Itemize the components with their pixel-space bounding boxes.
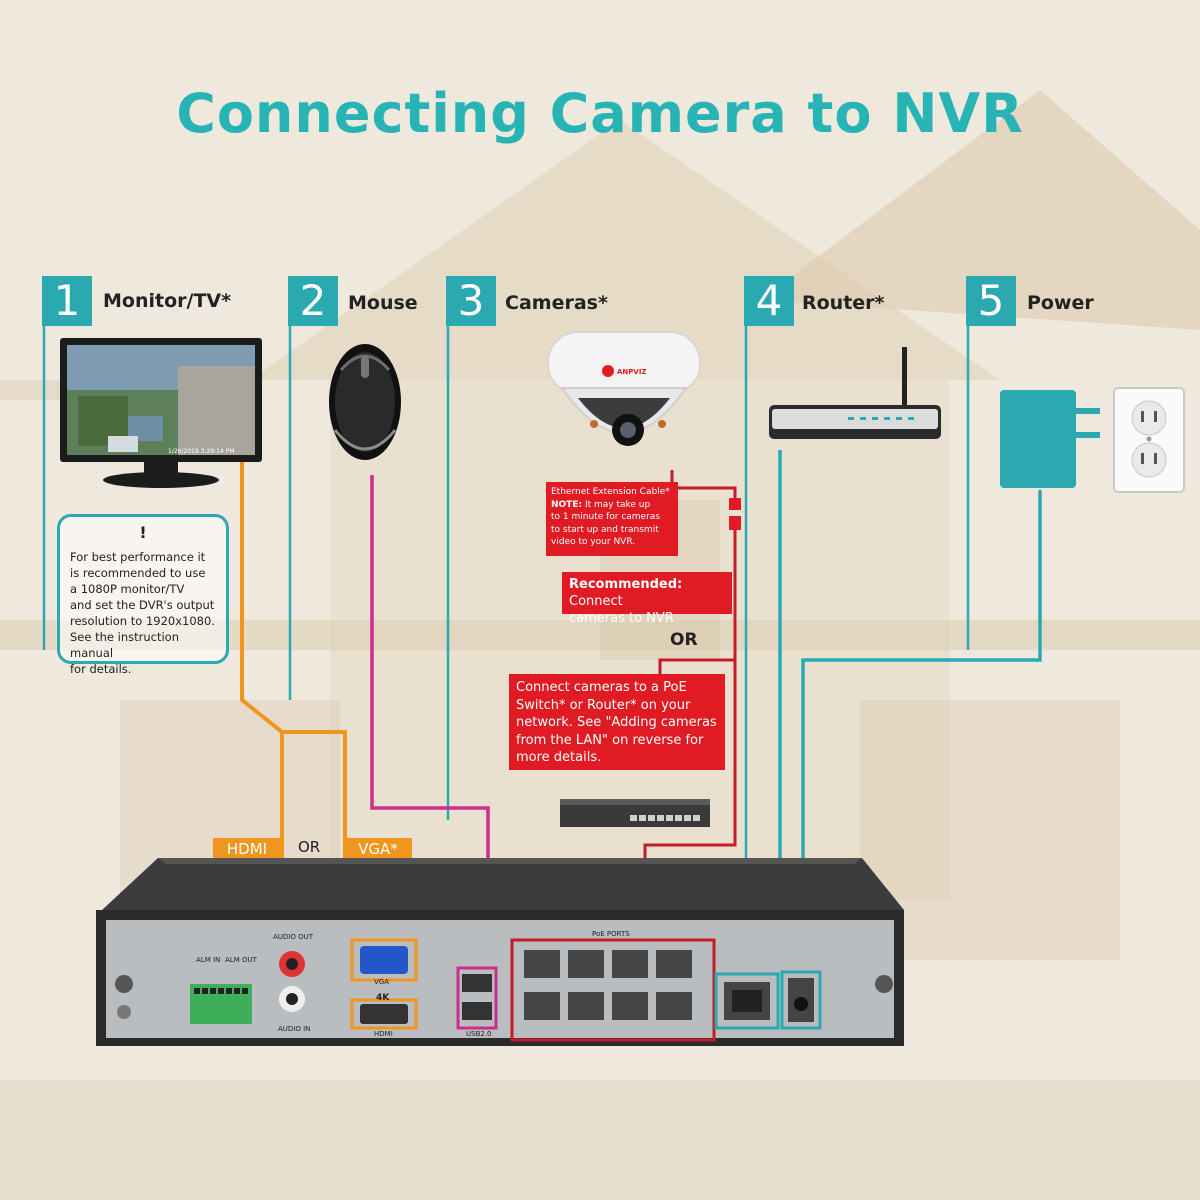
audio-in-label: AUDIO IN — [278, 1025, 311, 1033]
recommended-line-2: cameras to NVR — [569, 611, 674, 626]
extension-connector-icon — [729, 498, 741, 530]
step-3-label: Cameras* — [505, 292, 608, 314]
video-or-tag: OR — [298, 838, 321, 856]
nvr-recorder-icon — [96, 858, 904, 1046]
audio-out-label: AUDIO OUT — [273, 933, 314, 941]
extension-cable-title: Ethernet Extension Cable* — [551, 487, 670, 497]
alm-out-label: ALM OUT — [225, 956, 257, 964]
extension-note-line: video to your NVR. — [551, 537, 636, 547]
hdmi-tag: HDMI — [213, 838, 281, 860]
poe-note-line: Connect cameras to a PoE — [516, 680, 687, 695]
monitor-timestamp: 1/26/2019 3:29:14 PM — [168, 448, 235, 455]
step-4-number: 4 — [744, 276, 794, 326]
hdmi-4k-label: 4K — [376, 993, 390, 1003]
poe-note-line: more details. — [516, 750, 602, 765]
usb-port-label: USB2.0 — [466, 1030, 492, 1038]
monitor-note-box: ! For best performance it is recommended… — [57, 514, 229, 676]
vga-tag: VGA* — [344, 838, 412, 860]
mouse-icon — [329, 344, 401, 460]
monitor-note-text: For best performance it is recommended t… — [70, 549, 225, 677]
step-1-label: Monitor/TV* — [103, 290, 232, 312]
poe-switch-note: Connect cameras to a PoE Switch* or Rout… — [509, 674, 725, 770]
monitor-note-line: a 1080P monitor/TV — [70, 582, 185, 596]
or-separator: OR — [670, 630, 698, 650]
step-2-number: 2 — [288, 276, 338, 326]
recommended-rest: Connect — [569, 594, 623, 609]
note-exclamation: ! — [139, 523, 147, 542]
extension-note-line: to 1 minute for cameras — [551, 512, 660, 522]
step-5-number: 5 — [966, 276, 1016, 326]
recommended-box: Recommended: Connect cameras to NVR — [562, 572, 732, 626]
dome-camera-icon: ANPVIZ — [547, 331, 701, 446]
alm-in-label: ALM IN — [196, 956, 221, 964]
poe-note-line: Switch* or Router* on your — [516, 697, 691, 713]
monitor-note-line: is recommended to use — [70, 566, 206, 580]
step-3-number: 3 — [446, 276, 496, 326]
recommended-label: Recommended: — [569, 577, 683, 592]
monitor-note-line: For best performance it — [70, 550, 206, 564]
vga-port-label: VGA — [374, 978, 390, 986]
step-4-label: Router* — [802, 292, 885, 314]
poe-note-line: from the LAN" on reverse for — [516, 732, 704, 748]
router-icon — [769, 347, 941, 439]
extension-note-line: NOTE: It may take up — [551, 499, 673, 512]
monitor-note-line: See the instruction manual — [70, 630, 179, 660]
step-2-label: Mouse — [348, 292, 418, 314]
poe-note-line: network. See "Adding cameras — [516, 715, 717, 730]
poe-switch-icon — [560, 799, 710, 827]
monitor-note-line: for details. — [70, 662, 132, 676]
note-text-1: It may take up — [582, 499, 651, 510]
note-label: NOTE: — [551, 499, 583, 510]
monitor-note-line: and set the DVR's output — [70, 598, 215, 612]
extension-note-line: to start up and transmit — [551, 524, 659, 535]
monitor-tv-icon: 1/26/2019 3:29:14 PM — [60, 338, 262, 488]
recommended-line-1: Recommended: Connect — [569, 576, 725, 610]
camera-brand-logo: ANPVIZ — [617, 368, 647, 376]
step-5-label: Power — [1027, 292, 1094, 314]
power-adapter-icon — [1000, 390, 1100, 488]
step-guide-lines — [42, 326, 970, 870]
wall-outlet-icon — [1113, 387, 1185, 493]
diagram-title: Connecting Camera to NVR — [176, 82, 1024, 145]
hdmi-port-label: HDMI — [374, 1030, 393, 1038]
monitor-note-line: resolution to 1920x1080. — [70, 614, 215, 628]
camera-extension-note: Ethernet Extension Cable* NOTE: It may t… — [546, 482, 678, 556]
poe-ports-label: PoE PORTS — [592, 930, 630, 938]
step-1-number: 1 — [42, 276, 92, 326]
